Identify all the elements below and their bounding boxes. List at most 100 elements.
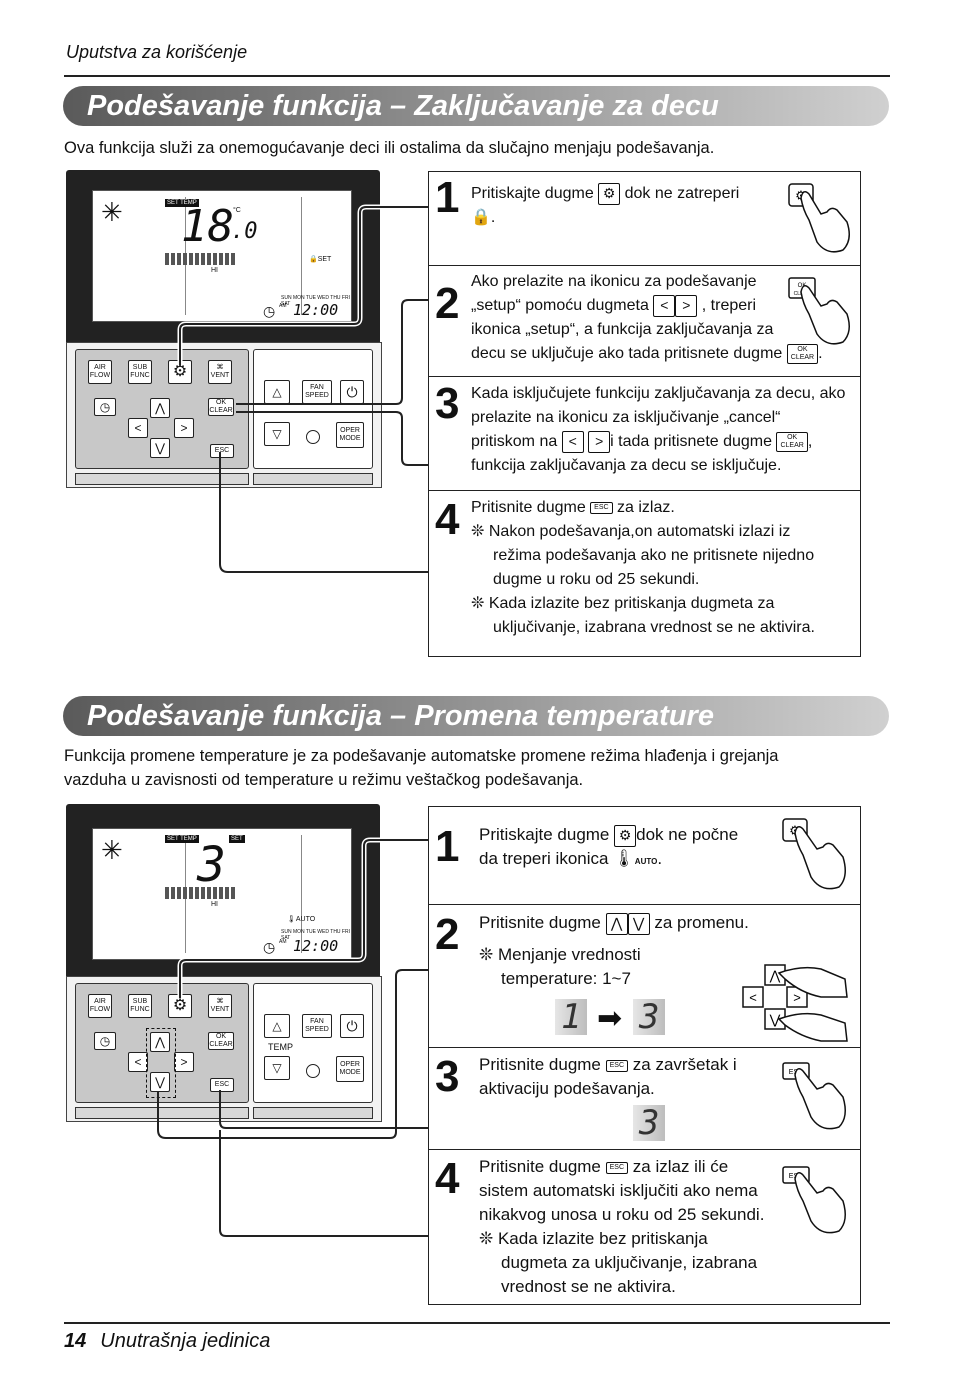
weekday-row: SUN MON TUE WED THU FRI SAT (281, 295, 350, 307)
remote-controller: ✳ SET TEMP SET 3 HI 🌡AUTO SUN MON TUE WE… (66, 804, 382, 1122)
seg-from: 1 (555, 999, 588, 1035)
highlight-frame (146, 1028, 176, 1098)
svg-text:>: > (793, 990, 801, 1005)
step4-text: Pritisnite dugme ESC za izlaz ili će sis… (479, 1157, 765, 1296)
up-arrow-icon: ⋀ (605, 912, 628, 935)
set-temp-tag: SET TEMP (165, 199, 199, 207)
step2-text: Pritisnite dugme ⋀⋁ za promenu. ❊ Menjan… (479, 912, 749, 988)
clock-icon: ◷ (263, 303, 276, 319)
temp-auto-icon: 🌡AUTO (613, 849, 658, 868)
temp-up-button[interactable]: △ (264, 1014, 290, 1038)
step-number: 1 (435, 822, 460, 871)
hands-arrow-buttons-icon: ⋀ < > ⋁ (742, 964, 848, 1042)
timer-button[interactable]: ◷ (94, 1032, 116, 1050)
left-arrow-icon: < (561, 430, 584, 453)
step-number: 2 (435, 279, 460, 328)
hand-press-icon: ESC (782, 1166, 846, 1234)
cool-mode-icon: ✳ (101, 197, 123, 227)
footer-rule (64, 1322, 890, 1324)
step-number: 3 (435, 379, 460, 428)
right-button[interactable]: > (174, 1052, 194, 1072)
step2-text: Ako prelazite na ikonicu za podešavanje … (471, 273, 823, 364)
footer-text: Unutrašnja jedinica (100, 1330, 271, 1352)
seg-to: 3 (633, 999, 666, 1035)
fan-speed-bar (165, 887, 235, 899)
down-button[interactable]: ⋁ (150, 438, 170, 458)
temp-unit: °C (233, 207, 241, 214)
setup-button[interactable]: ⚙ (168, 360, 192, 384)
step-number: 1 (435, 173, 460, 222)
setup-icon: ⚙ (598, 182, 621, 205)
power-button[interactable]: ⏻ (340, 1014, 364, 1038)
lcd-display: ✳ SET TEMP SET 3 HI 🌡AUTO SUN MON TUE WE… (92, 828, 352, 960)
setup-icon: ⚙ (614, 824, 637, 847)
esc-button[interactable]: ESC (210, 444, 234, 458)
auto-indicator: 🌡AUTO (287, 916, 316, 923)
section2-title: Podešavanje funkcija – Promena temperatu… (87, 700, 714, 732)
steps-box-1: 1 Pritiskajte dugme ⚙ dok ne zatreperi 🔒… (428, 171, 861, 657)
left-arrow-icon: < (653, 294, 676, 317)
down-button[interactable]: ⋁ (150, 1072, 170, 1092)
esc-button[interactable]: ESC (210, 1078, 234, 1092)
step1-text: Pritiskajte dugme ⚙dok ne počne da trepe… (479, 824, 739, 868)
vent-button[interactable]: ⌘VENT (208, 360, 232, 384)
lcd-display: ✳ SET TEMP 18 .0 °C HI 🔒SET SUN MON TUE … (92, 190, 352, 322)
temp-down-button[interactable]: ▽ (264, 1056, 290, 1080)
fan-speed-label: HI (211, 901, 218, 908)
step4-text: Pritisnite dugme ESC za izlaz. ❊ Nakon p… (471, 499, 815, 636)
timer-button[interactable]: ◷ (94, 398, 116, 416)
time-display: 12:00 (293, 301, 339, 319)
lock-set-indicator: 🔒SET (309, 256, 332, 263)
esc-icon: ESC (590, 501, 613, 514)
manual-header: Uputstva za korišćenje (66, 42, 248, 62)
temp-display: 3 (197, 837, 226, 893)
right-arrow-icon: > (675, 294, 698, 317)
setup-button[interactable]: ⚙ (168, 994, 192, 1018)
cool-mode-icon: ✳ (101, 835, 123, 865)
esc-icon: ESC (605, 1161, 629, 1174)
page-number: 14 (64, 1330, 87, 1352)
step3-text: Pritisnite dugme ESC za završetak i akti… (479, 1055, 737, 1098)
step-number: 3 (435, 1052, 460, 1101)
set-temp-tag: SET TEMP (165, 835, 199, 843)
svg-text:⋁: ⋁ (769, 1012, 781, 1027)
lock-icon: 🔒 (471, 209, 491, 226)
remote-controller: ✳ SET TEMP 18 .0 °C HI 🔒SET SUN MON TUE … (66, 170, 382, 488)
hand-press-icon: ⚙ (788, 183, 850, 253)
left-button[interactable]: < (128, 418, 148, 438)
temp-down-button[interactable]: ▽ (264, 422, 290, 446)
clock-icon: ◷ (263, 939, 276, 955)
step-number: 4 (435, 495, 460, 544)
am-label: AM (279, 939, 287, 945)
hand-press-icon: ESC (782, 1062, 846, 1130)
right-button[interactable]: > (174, 418, 194, 438)
vent-button[interactable]: ⌘VENT (208, 994, 232, 1018)
fan-speed-bar (165, 253, 235, 265)
up-button[interactable]: ⋀ (150, 398, 170, 418)
temp-display: 18 (181, 201, 234, 252)
arrow-right-icon: ➡ (597, 1002, 623, 1035)
section2-intro: Funkcija promene temperature je za podeš… (64, 747, 779, 789)
set-tag: SET (229, 835, 245, 843)
svg-text:<: < (749, 990, 757, 1005)
step1-text: Pritiskajte dugme ⚙ dok ne zatreperi 🔒. (471, 182, 740, 226)
indicator-led (306, 430, 320, 444)
am-label: AM (279, 303, 287, 309)
up-button[interactable]: ⋀ (150, 1032, 170, 1052)
left-button[interactable]: < (128, 1052, 148, 1072)
